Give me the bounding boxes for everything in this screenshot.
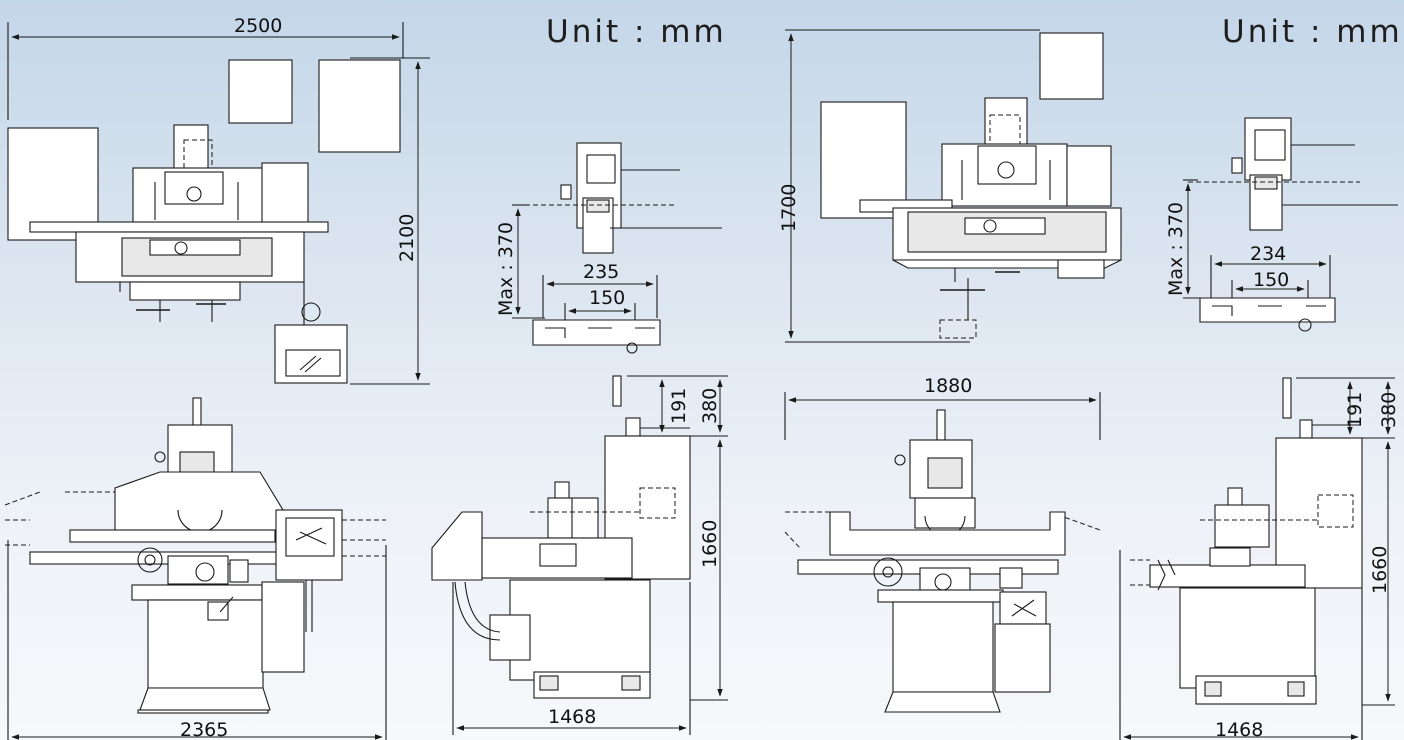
dim-235: 235 <box>583 261 619 283</box>
side-view-small <box>1119 377 1395 740</box>
head-detail-left <box>512 142 722 354</box>
front-view-large <box>4 397 387 740</box>
dim-1660-left: 1660 <box>699 520 721 568</box>
dim-1880: 1880 <box>924 375 972 397</box>
front-view-small <box>784 392 1101 713</box>
dim-380-right: 380 <box>1378 392 1400 428</box>
dim-1468-left: 1468 <box>548 706 596 728</box>
plan-view-small <box>785 29 1122 343</box>
dim-191-left: 191 <box>668 388 690 424</box>
dim-380-left: 380 <box>699 388 721 424</box>
plan-view-large <box>7 22 430 385</box>
dim-max-370-right: Max : 370 <box>1165 202 1187 296</box>
dim-2365: 2365 <box>180 719 228 740</box>
dim-1468-right: 1468 <box>1215 719 1263 740</box>
dim-150-left: 150 <box>589 287 625 309</box>
dimension-labels: 2500 2100 Max : 370 235 150 1700 Max : 3… <box>180 15 1400 740</box>
dim-2100: 2100 <box>396 214 418 262</box>
side-view-large <box>431 375 728 735</box>
dim-1700: 1700 <box>778 184 800 232</box>
dim-1660-right: 1660 <box>1369 546 1391 594</box>
unit-label-right: Unit : mm <box>1222 14 1403 50</box>
dim-234: 234 <box>1250 243 1286 265</box>
head-detail-right <box>1183 117 1398 332</box>
dim-max-370-left: Max : 370 <box>495 222 517 316</box>
dim-150-right: 150 <box>1253 269 1289 291</box>
dim-2500: 2500 <box>234 15 282 37</box>
dim-191-right: 191 <box>1344 392 1366 428</box>
unit-label-left: Unit : mm <box>546 14 727 50</box>
